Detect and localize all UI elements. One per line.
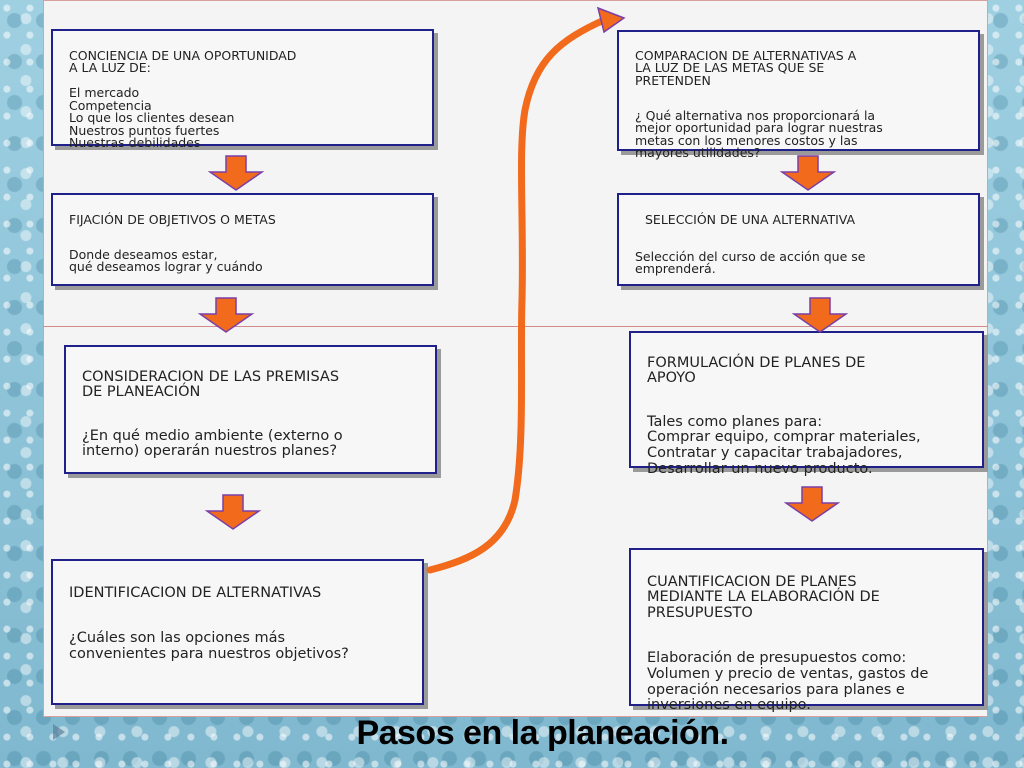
step-body: ¿Cuáles son las opciones más conveniente… [69,629,349,662]
curved-arrow-head-icon [596,6,626,34]
step-seleccion: SELECCIÓN DE UNA ALTERNATIVA Selección d… [617,193,980,286]
down-arrow-icon [206,494,260,530]
step-heading: IDENTIFICACION DE ALTERNATIVAS [69,584,322,601]
down-arrow-icon [785,486,839,522]
down-arrow-icon [199,297,253,333]
step-oportunidad: CONCIENCIA DE UNA OPORTUNIDAD A LA LUZ D… [51,29,434,149]
step-objetivos: FIJACIÓN DE OBJETIVOS O METAS Donde dese… [51,193,434,286]
step-comparacion: COMPARACION DE ALTERNATIVAS A LA LUZ DE … [617,30,980,159]
step-body: ¿ Qué alternativa nos proporcionará la m… [635,107,883,160]
step-body: Tales como planes para: Comprar equipo, … [647,413,921,477]
step-alternativas: IDENTIFICACION DE ALTERNATIVAS ¿Cuáles s… [51,559,424,705]
step-heading: FORMULACIÓN DE PLANES DE APOYO [647,354,866,387]
step-body: ¿En qué medio ambiente (externo o intern… [82,427,343,460]
step-heading: COMPARACION DE ALTERNATIVAS A LA LUZ DE … [635,47,857,88]
step-planes-apoyo: FORMULACIÓN DE PLANES DE APOYO Tales com… [629,331,984,476]
step-body: Selección del curso de acción que se emp… [635,248,866,276]
step-premisas: CONSIDERACION DE LAS PREMISAS DE PLANEAC… [64,345,437,474]
down-arrow-icon [781,155,835,191]
step-heading: SELECCIÓN DE UNA ALTERNATIVA [645,211,856,227]
page-title: Pasos en la planeación. [356,714,729,752]
step-body: Donde deseamos estar, qué deseamos logra… [69,246,263,274]
step-heading: CUANTIFICACION DE PLANES MEDIANTE LA ELA… [647,573,880,621]
step-presupuesto: CUANTIFICACION DE PLANES MEDIANTE LA ELA… [629,548,984,713]
down-arrow-icon [209,155,263,191]
step-body: Elaboración de presupuestos como: Volume… [647,650,929,714]
section-divider [43,326,988,327]
step-heading: CONCIENCIA DE UNA OPORTUNIDAD A LA LUZ D… [69,47,297,75]
step-heading: CONSIDERACION DE LAS PREMISAS DE PLANEAC… [82,368,340,401]
step-body: El mercado Competencia Lo que los client… [69,85,235,150]
curved-arrow-icon [426,16,608,574]
down-arrow-icon [793,297,847,333]
step-heading: FIJACIÓN DE OBJETIVOS O METAS [69,211,276,227]
play-marker-icon [53,724,65,740]
